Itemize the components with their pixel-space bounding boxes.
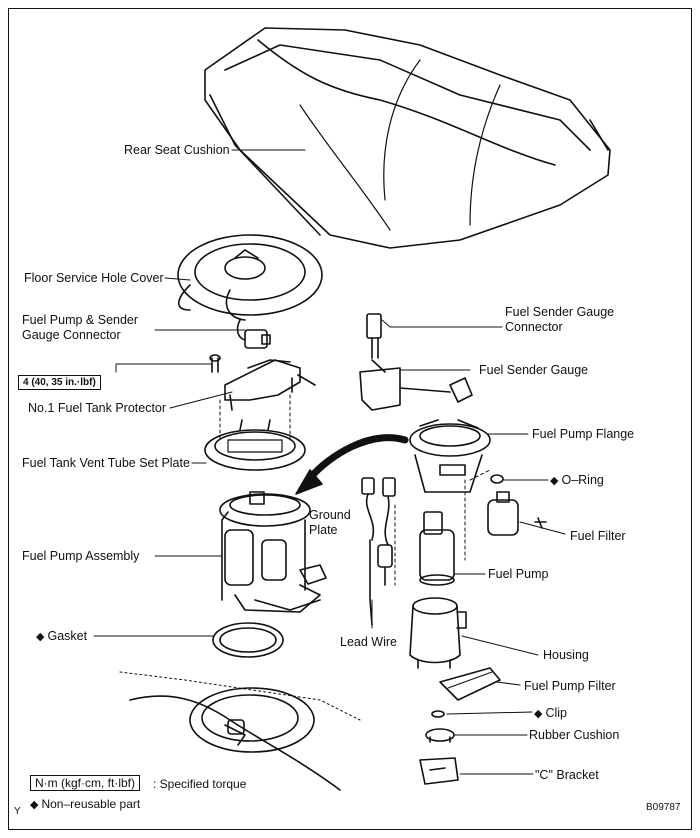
non-reusable-diamond-icon: ◆ [550, 475, 559, 487]
rubber-cushion-drawing [425, 728, 455, 743]
vent-tube-set-plate-drawing [204, 419, 306, 471]
figure-frame [8, 8, 692, 830]
floor-service-hole-cover-drawing [177, 234, 323, 321]
label-rear-seat-cushion: Rear Seat Cushion [124, 143, 230, 157]
label-floor-service-hole-cover: Floor Service Hole Cover [24, 271, 164, 285]
label-gasket-text: Gasket [47, 629, 88, 643]
label-ground-plate-2: Plate [309, 523, 338, 537]
rear-seat-cushion-drawing [204, 27, 611, 249]
housing-drawing [409, 597, 467, 669]
gasket-drawing [212, 622, 284, 658]
label-fuel-pump-assembly: Fuel Pump Assembly [22, 549, 140, 563]
label-rubber-cushion: Rubber Cushion [529, 728, 620, 742]
label-clip-text: Clip [545, 706, 568, 720]
c-bracket-drawing [419, 757, 459, 785]
installation-arrow-drawing [295, 434, 409, 495]
label-fuel-tank-vent-tube-set-plate: Fuel Tank Vent Tube Set Plate [22, 456, 190, 470]
label-ground-plate-1: Ground [309, 508, 351, 522]
fuel-tank-opening-drawing [119, 671, 361, 791]
non-reusable-diamond-icon: ◆ [534, 708, 543, 720]
fuel-pump-sender-connector-drawing [236, 319, 271, 349]
non-reusable-diamond-icon: ◆ [36, 631, 45, 643]
label-o-ring: ◆O–Ring [550, 473, 604, 489]
torque-specification-box: 4 (40, 35 in.·lbf) [18, 375, 101, 390]
label-fuel-pump-flange: Fuel Pump Flange [532, 427, 635, 441]
label-fuel-sender-gauge: Fuel Sender Gauge [479, 363, 589, 377]
label-clip: ◆Clip [534, 706, 567, 722]
label-gasket: ◆Gasket [36, 629, 87, 645]
label-lead-wire: Lead Wire [340, 635, 397, 649]
legend-non-reusable-text: Non–reusable part [41, 797, 141, 811]
label-o-ring-text: O–Ring [561, 473, 604, 487]
label-fuel-pump-sender-connector-1: Fuel Pump & Sender [22, 313, 139, 327]
fuel-tank-protector-drawing [224, 359, 316, 411]
fuel-sender-gauge-connector-drawing [366, 313, 382, 359]
leader-lines [93, 149, 566, 775]
figure-code: B09787 [646, 802, 681, 813]
fuel-pump-flange-drawing [409, 419, 491, 493]
fuel-sender-gauge-drawing [359, 359, 473, 411]
fuel-filter-drawing [487, 491, 547, 536]
fuel-pump-assembly-drawing [219, 491, 327, 613]
fuel-pump-filter-drawing [439, 667, 501, 701]
label-c-bracket: "C" Bracket [535, 768, 599, 782]
label-fuel-sender-gauge-connector-1: Fuel Sender Gauge [505, 305, 615, 319]
label-no1-fuel-tank-protector: No.1 Fuel Tank Protector [28, 401, 167, 415]
legend-torque-description: : Specified torque [153, 777, 247, 791]
bolt-drawing [209, 354, 221, 373]
label-fuel-pump: Fuel Pump [488, 567, 549, 581]
label-fuel-filter: Fuel Filter [570, 529, 626, 543]
legend-non-reusable: ◆Non–reusable part [30, 797, 140, 813]
non-reusable-diamond-icon: ◆ [30, 799, 39, 811]
clip-drawing [431, 710, 445, 718]
corner-mark: Y [14, 806, 21, 817]
ground-plate-lead-wire-drawing [361, 477, 396, 626]
label-fuel-pump-filter: Fuel Pump Filter [524, 679, 616, 693]
o-ring-drawing [490, 474, 504, 484]
label-fuel-pump-sender-connector-2: Gauge Connector [22, 328, 121, 342]
fuel-pump-drawing [419, 511, 455, 586]
legend-torque-unit-box: N·m (kgf·cm, ft·lbf) [30, 775, 140, 791]
label-fuel-sender-gauge-connector-2: Connector [505, 320, 563, 334]
label-housing: Housing [543, 648, 589, 662]
